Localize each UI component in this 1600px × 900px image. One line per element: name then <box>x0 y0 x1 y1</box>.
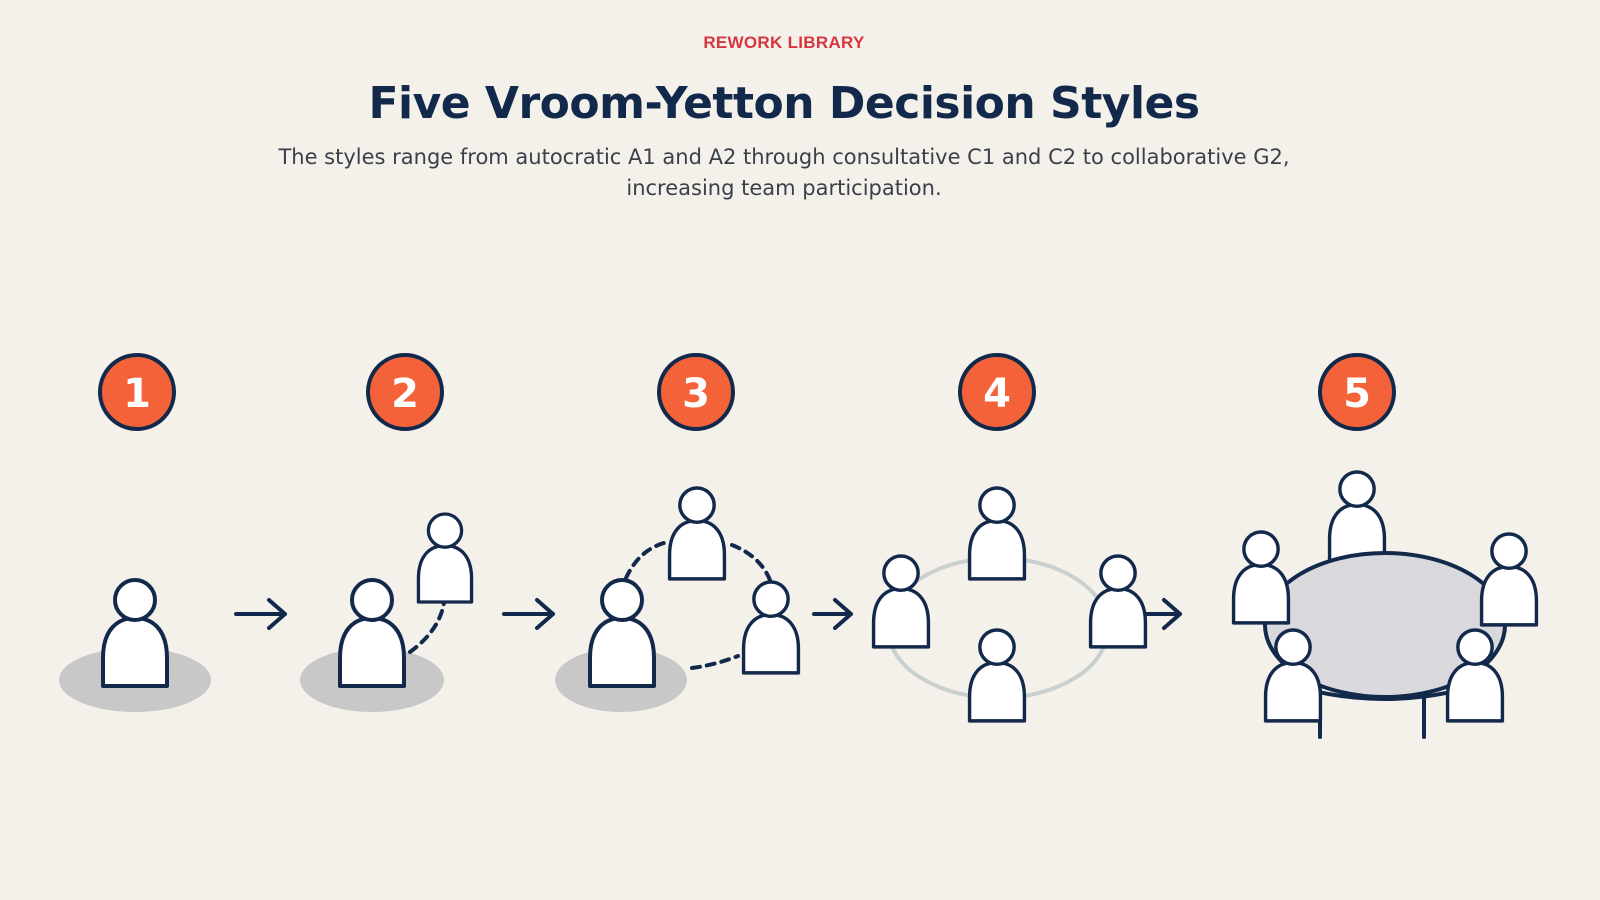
arrow-right-icon <box>812 598 853 630</box>
arrow-right-icon <box>234 598 287 630</box>
single-person-icon <box>59 578 211 712</box>
person-consulting-group-icon <box>555 486 801 712</box>
eyebrow-label: REWORK LIBRARY <box>703 33 865 52</box>
step-badge-5: 5 <box>1318 353 1396 431</box>
step-number: 3 <box>682 371 710 417</box>
page-subtitle: The styles range from autocratic A1 and … <box>278 145 1290 200</box>
step-number: 5 <box>1343 371 1371 417</box>
page-title: Five Vroom-Yetton Decision Styles <box>368 78 1200 129</box>
step-badge-3: 3 <box>657 353 735 431</box>
step-badge-2: 2 <box>366 353 444 431</box>
step-number: 4 <box>983 371 1011 417</box>
step-badge-4: 4 <box>958 353 1036 431</box>
arrow-right-icon <box>1139 598 1182 630</box>
step-badge-1: 1 <box>98 353 176 431</box>
arrow-right-icon <box>502 598 555 630</box>
group-circle-icon <box>871 486 1148 723</box>
round-table-meeting-icon <box>1231 470 1539 739</box>
step-number: 1 <box>123 371 151 417</box>
step-number: 2 <box>391 371 419 417</box>
person-with-advisor-icon <box>300 512 474 712</box>
